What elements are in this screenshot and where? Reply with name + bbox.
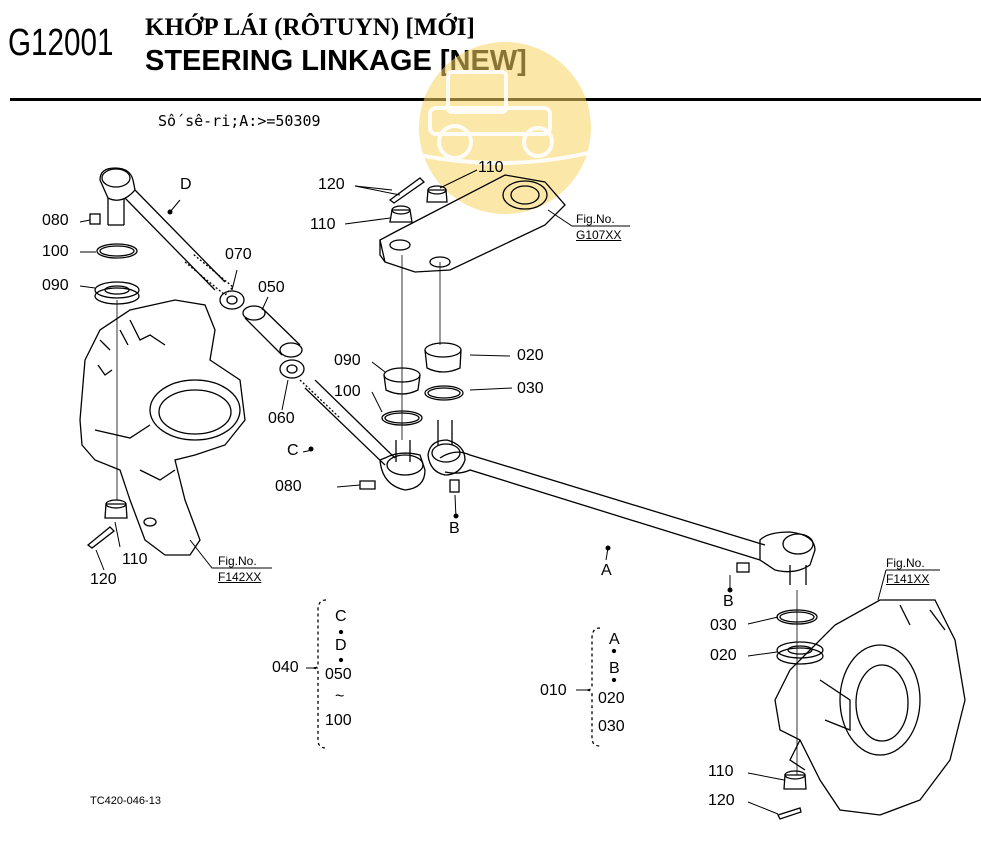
assembly-040-number: 040 [272, 659, 299, 676]
cotter-pin-120-bottom-right [777, 807, 802, 820]
assembly-010-item-a: A [609, 631, 620, 648]
assembly-dots [338, 629, 617, 683]
castle-nut-110-bottom-right [783, 770, 807, 790]
assembly-010-item-030: 030 [598, 718, 625, 735]
assembly-040-item-tilde: ~ [335, 688, 345, 705]
callout-090-mid: 090 [334, 352, 361, 369]
seal-ring-030-mid [424, 385, 464, 401]
callout-030-right: 030 [710, 617, 737, 634]
fig-ref-g107-label: Fig.No. [576, 212, 615, 226]
cotter-pin-120-top [388, 177, 426, 204]
leader-lines [79, 169, 940, 815]
callout-070: 070 [225, 246, 252, 263]
callout-100-left: 100 [42, 243, 69, 260]
assembly-010-number: 010 [540, 682, 567, 699]
assembly-040-item-c: C [335, 608, 347, 625]
callout-120-top: 120 [318, 176, 345, 193]
callout-080-left: 080 [42, 212, 69, 229]
part-group-code: G12001 [8, 22, 114, 64]
fig-ref-f141-number[interactable]: F141XX [886, 572, 930, 586]
callout-110-top-right: 110 [478, 159, 504, 176]
callout-020-right: 020 [710, 647, 737, 664]
callout-090-left: 090 [42, 277, 69, 294]
callout-060: 060 [268, 410, 295, 427]
lock-nut-060 [279, 359, 305, 379]
callout-110-bottom-right: 110 [708, 763, 734, 780]
callout-110-bottom-left: 110 [122, 551, 148, 568]
fig-ref-g107-number[interactable]: G107XX [576, 228, 622, 242]
callout-letter-b-mid: B [449, 520, 460, 537]
grease-nipple-080-mid [359, 480, 376, 490]
callout-letter-c: C [287, 442, 299, 459]
callout-letter-a: A [601, 562, 612, 579]
drawing-code: TC420-046-13 [90, 795, 161, 807]
callout-120-bottom-right: 120 [708, 792, 735, 809]
grease-nipple-b-right [736, 562, 750, 573]
callout-100-mid: 100 [334, 383, 361, 400]
tie-rod-d [99, 167, 234, 296]
tractor-logo-watermark [404, 42, 601, 214]
fig-ref-f142-label: Fig.No. [218, 554, 257, 568]
serial-number-note: Số sê-ri;A:>=50309 [158, 112, 321, 130]
adjusting-sleeve-050 [242, 305, 303, 358]
leader-dots [167, 209, 733, 593]
lock-nut-070 [219, 290, 245, 310]
tie-rod-a [427, 420, 816, 585]
callout-letter-b-right: B [723, 593, 734, 610]
title-vietnamese: KHỚP LÁI (RÔTUYN) [MỚI] [145, 14, 475, 41]
callout-030-mid: 030 [517, 380, 544, 397]
grease-nipple-080-left [89, 213, 101, 225]
dust-cover-020-mid [424, 342, 462, 373]
dust-cover-090-left [94, 281, 140, 305]
callout-080-mid: 080 [275, 478, 302, 495]
cotter-pin-120-bottom-left [86, 526, 115, 549]
callout-110-top-left: 110 [310, 216, 336, 233]
castle-nut-110-bottom-left [104, 499, 128, 519]
castle-nut-110-top-right [426, 185, 448, 203]
assembly-010-item-b: B [609, 660, 620, 677]
dust-cover-020-right [776, 641, 824, 665]
seal-ring-100-left [96, 243, 138, 259]
assembly-040-item-d: D [335, 637, 347, 654]
fig-ref-f141-label: Fig.No. [886, 556, 925, 570]
assembly-040-item-100: 100 [325, 712, 352, 729]
left-knuckle-housing [79, 299, 246, 556]
castle-nut-110-top-left [389, 205, 413, 223]
right-knuckle-housing [774, 599, 966, 816]
callout-letter-d: D [180, 176, 192, 193]
callout-120-bottom-left: 120 [90, 571, 117, 588]
assembly-010-item-020: 020 [598, 690, 625, 707]
assembly-040-item-050: 050 [325, 666, 352, 683]
callout-050: 050 [258, 279, 285, 296]
assembly-bracket-040 [311, 599, 327, 749]
grease-nipple-b-mid [449, 479, 460, 493]
tie-rod-c [299, 379, 426, 491]
callout-020-mid: 020 [517, 347, 544, 364]
fig-ref-f142-number[interactable]: F142XX [218, 570, 262, 584]
